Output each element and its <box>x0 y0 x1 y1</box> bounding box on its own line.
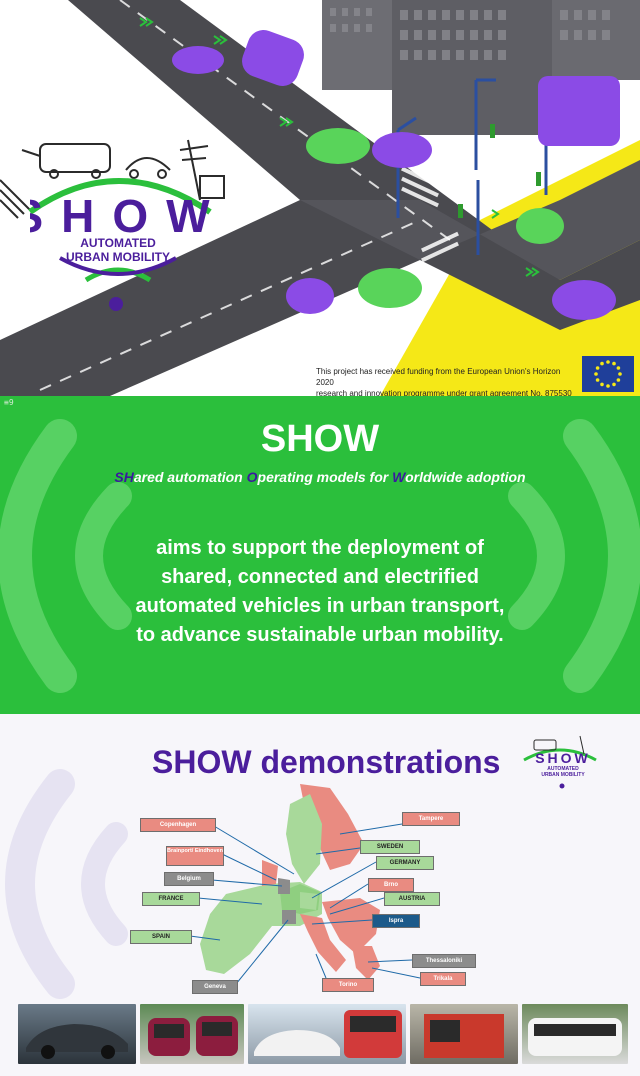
slide-reference: ≡9 <box>4 398 14 407</box>
hero-illustration-panel: SHOW AUTOMATED URBAN MOBILITY This proje… <box>0 0 640 396</box>
label-copenhagen: Copenhagen <box>140 818 216 832</box>
label-france: FRANCE <box>142 892 200 906</box>
label-geneva: Geneva <box>192 980 238 994</box>
photo-red-shuttle <box>410 1004 518 1064</box>
small-logo-sub1: AUTOMATED <box>547 766 579 772</box>
show-logo: SHOW <box>30 188 210 258</box>
mission-line: aims to support the deployment of <box>156 537 484 559</box>
logo-dot-icon <box>109 297 123 311</box>
demonstrations-title: SHOW demonstrations <box>152 744 501 780</box>
mission-panel: ≡9 SHOW SHared automation Operating mode… <box>0 396 640 714</box>
acronym-text: orldwide adoption <box>405 469 526 485</box>
mission-statement: aims to support the deployment of shared… <box>70 534 570 650</box>
acronym-expansion: SHared automation Operating models for W… <box>110 468 530 487</box>
funding-notice: This project has received funding from t… <box>316 366 576 396</box>
logo-subtitle-line1: AUTOMATED <box>80 236 156 250</box>
wifi-arc-decoration <box>0 419 640 693</box>
small-logo-sub2: URBAN MOBILITY <box>541 772 585 778</box>
label-trikala: Trikala <box>420 972 466 986</box>
eu-flag-icon <box>582 356 634 392</box>
show-logo-wordmark: SHOW <box>30 190 210 242</box>
label-germany: GERMANY <box>376 856 434 870</box>
label-tampere: Tampere <box>402 812 460 826</box>
label-sweden: SWEDEN <box>360 840 420 854</box>
acronym-letter-w: W <box>392 469 406 485</box>
label-torino: Torino <box>322 978 374 992</box>
shuttle-vehicles <box>172 30 620 320</box>
decorative-arcs <box>5 735 597 999</box>
acronym-text: perating models for <box>257 469 393 485</box>
label-spain: SPAIN <box>130 930 192 944</box>
photo-shuttles <box>140 1004 244 1064</box>
acronym-letter-o: O <box>246 469 258 485</box>
funding-line1: This project has received funding from t… <box>316 367 561 387</box>
demonstrations-panel: SHOW demonstrations SHOW AUTOMATED URBAN… <box>0 714 640 1076</box>
city-street-illustration <box>0 0 640 396</box>
label-belgium: Belgium <box>164 872 214 886</box>
europe-map <box>200 784 380 980</box>
small-show-logo: SHOW AUTOMATED URBAN MOBILITY <box>530 750 596 778</box>
acronym-text: ared automation <box>133 469 247 485</box>
label-brno: Brno <box>368 878 414 892</box>
funding-line2: research and innovation programme under … <box>316 389 572 396</box>
label-thessaloniki: Thessaloniki <box>412 954 476 968</box>
photo-autonomous-car <box>18 1004 136 1064</box>
logo-subtitle-line2: URBAN MOBILITY <box>66 250 170 264</box>
acronym-letter-sh: SH <box>114 469 134 485</box>
mission-title: SHOW <box>260 418 380 460</box>
mission-line: automated vehicles in urban transport, <box>135 595 505 617</box>
photo-white-bus <box>522 1004 628 1064</box>
label-austria: AUSTRIA <box>384 892 440 906</box>
label-ispra: Ispra <box>372 914 420 928</box>
label-brainport: Brainport/ Eindhoven <box>166 846 224 866</box>
mission-line: to advance sustainable urban mobility. <box>136 624 504 646</box>
small-logo-wordmark: SHOW <box>535 750 591 766</box>
photo-car-and-bus <box>248 1004 406 1064</box>
mission-line: shared, connected and electrified <box>161 566 479 588</box>
